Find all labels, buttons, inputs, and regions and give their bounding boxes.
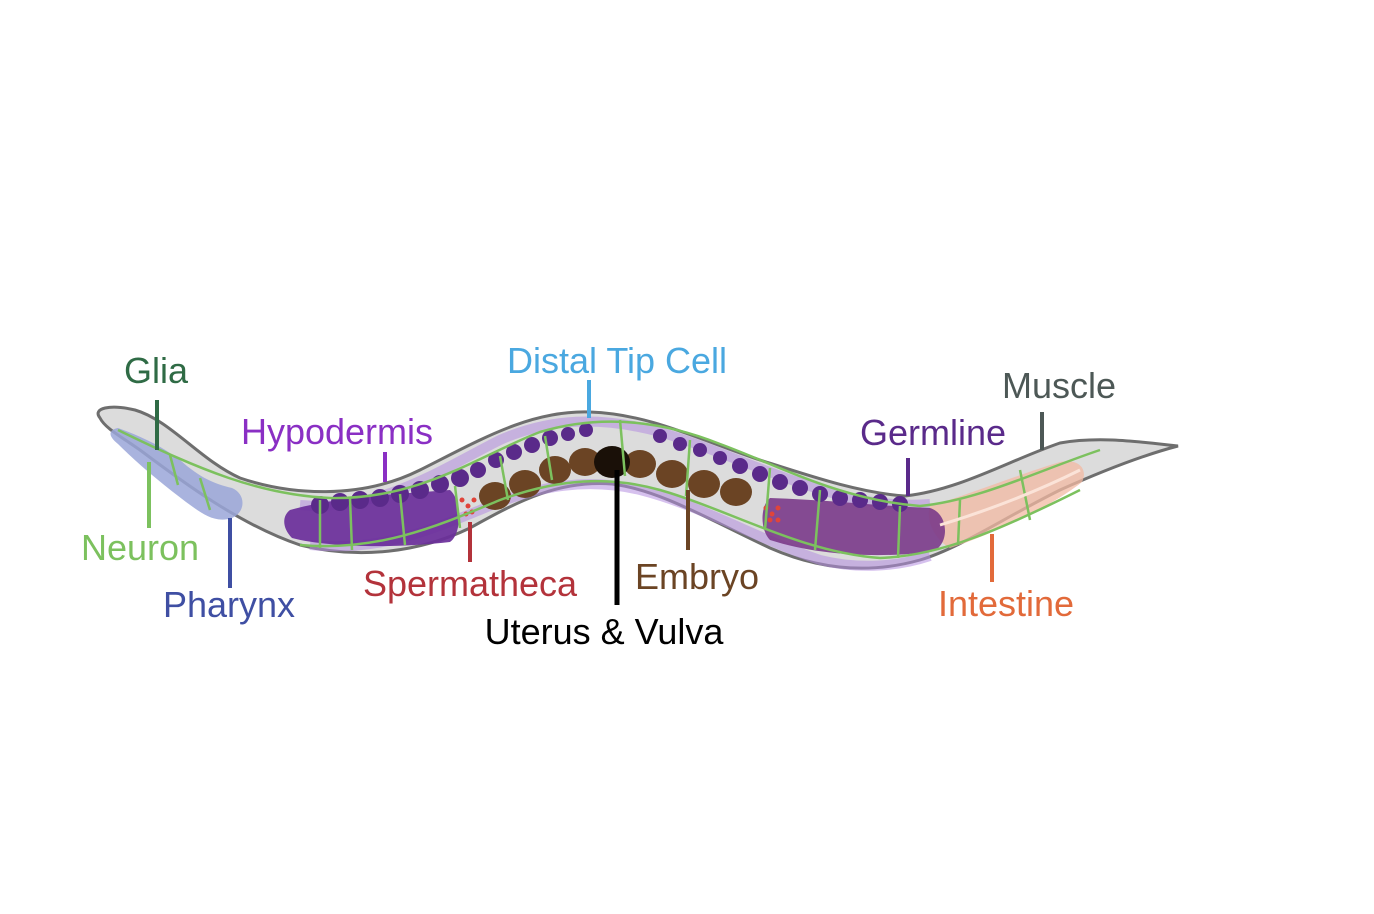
hypodermis-label: Hypodermis — [241, 411, 433, 452]
pharynx-shape — [110, 428, 243, 520]
embryo-label: Embryo — [635, 556, 759, 597]
muscle-label: Muscle — [1002, 365, 1116, 406]
intestine-shape — [928, 461, 1084, 548]
neuron-label: Neuron — [81, 527, 199, 568]
uterus-vulva-label: Uterus & Vulva — [485, 611, 725, 652]
intestine-inner-line — [939, 468, 1081, 527]
pharynx-label: Pharynx — [163, 584, 295, 625]
uterus-core — [594, 446, 630, 478]
glia-label: Glia — [124, 350, 189, 391]
germline-label: Germline — [860, 412, 1006, 453]
distal-tip-cell-label: Distal Tip Cell — [507, 340, 727, 381]
spermatheca-label: Spermatheca — [363, 563, 578, 604]
neuron-lines — [117, 419, 1101, 560]
embryos — [479, 448, 752, 510]
hypodermis-lining — [299, 416, 931, 511]
intestine-label: Intestine — [938, 583, 1074, 624]
